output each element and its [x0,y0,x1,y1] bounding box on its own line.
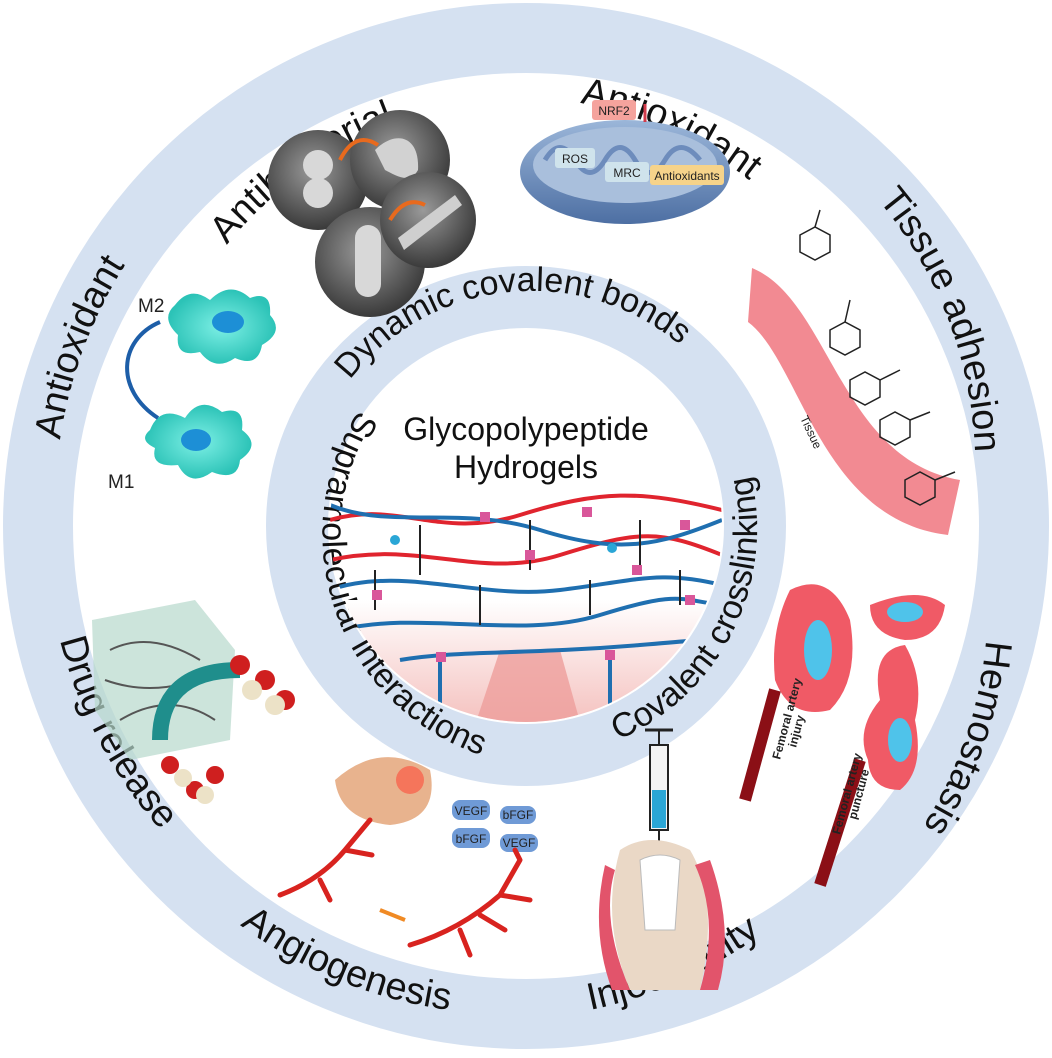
center-title-line-1: Glycopolypeptide [403,411,648,447]
macrophage-illustration: M2 M1 [108,289,276,493]
label-m1: M1 [108,472,134,493]
label-antioxidants: Antioxidants [654,169,719,183]
label-bfgf-2: bFGF [456,832,487,846]
mitochondrion-illustration: NRF2 ROS MRC Antioxidants [520,100,730,224]
label-bfgf-1: bFGF [503,808,534,822]
label-m2: M2 [138,296,164,317]
injectability-illustration [598,728,725,990]
label-ros: ROS [562,152,588,166]
antibacterial-illustration [268,110,476,317]
label-vegf-2: VEGF [503,836,536,850]
label-vegf-1: VEGF [455,804,488,818]
label-mrc: MRC [613,166,641,180]
angiogenesis-illustration: VEGF bFGF bFGF VEGF [277,757,538,958]
outer-ring [3,3,1049,1049]
drug-release-illustration [92,600,295,804]
hemostasis-illustration: Femoral artery injury Femoral artery pun… [739,584,945,887]
center-title-line-2: Hydrogels [454,449,598,485]
tissue-adhesion-illustration: Tissue [748,209,960,535]
label-nrf2: NRF2 [598,104,630,118]
inner-ring [266,266,786,786]
